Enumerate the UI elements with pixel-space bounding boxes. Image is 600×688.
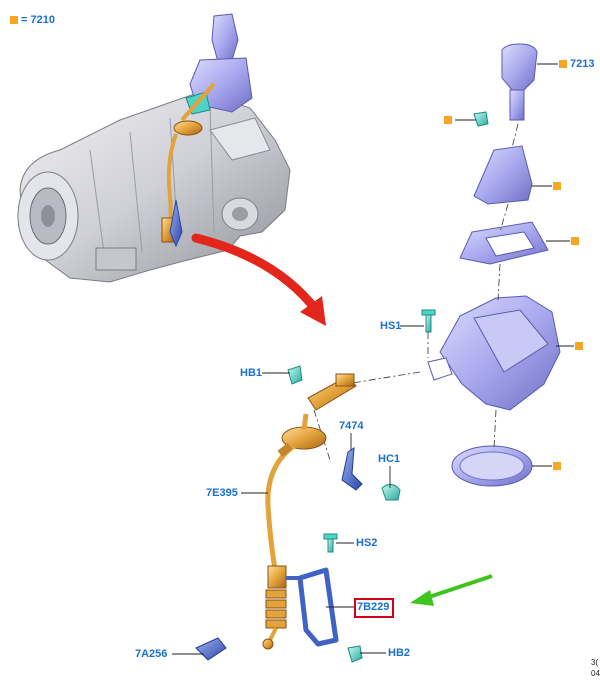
gear-shift-knob	[185, 13, 253, 115]
label-7e395: 7E395	[206, 487, 238, 499]
marker-boot	[553, 182, 561, 190]
hs2-bolt	[323, 533, 338, 553]
label-hb1: HB1	[240, 367, 263, 379]
hb2-clip	[347, 645, 363, 663]
label-7474: 7474	[339, 420, 364, 432]
marker-seal	[553, 462, 561, 470]
seal-plate	[451, 445, 533, 487]
bracket-7B229	[286, 567, 339, 647]
clip-7A256	[195, 637, 227, 661]
hc1-clip	[381, 484, 401, 501]
bracket-7474	[341, 447, 363, 491]
legend-text: = 7210	[21, 14, 55, 26]
hb1-clip	[287, 365, 303, 385]
transmission-housing	[17, 91, 291, 283]
corner-ref-line2: 04	[591, 669, 600, 678]
label-hs2: HS2	[356, 537, 378, 549]
label-7213: 7213	[570, 58, 595, 70]
marker-housing	[575, 342, 583, 350]
corner-ref-line1: 3(	[591, 658, 599, 667]
cable-upper-fitting	[307, 373, 357, 411]
hs1-bolt	[421, 309, 436, 333]
clip-small-top	[473, 111, 489, 127]
cable-7E395	[262, 413, 327, 650]
legend-swatch	[10, 16, 18, 24]
highlight-box-7b229	[354, 598, 394, 618]
cable-assembly	[161, 82, 216, 248]
label-hs1: HS1	[380, 320, 402, 332]
green-pointer-arrow	[410, 574, 493, 606]
shift-boot	[473, 145, 533, 205]
gear-shift-knob-7213	[501, 43, 538, 121]
label-7a256: 7A256	[135, 648, 168, 660]
marker-knob	[559, 60, 567, 68]
marker-clip	[444, 116, 452, 124]
leader-lines	[172, 63, 574, 655]
red-pointer-arrow	[191, 233, 326, 326]
label-hc1: HC1	[378, 453, 401, 465]
shifter-housing	[427, 295, 561, 411]
bezel-frame	[459, 221, 549, 265]
marker-bezel	[571, 237, 579, 245]
label-7b229: 7B229	[357, 601, 390, 613]
label-hb2: HB2	[388, 647, 411, 659]
